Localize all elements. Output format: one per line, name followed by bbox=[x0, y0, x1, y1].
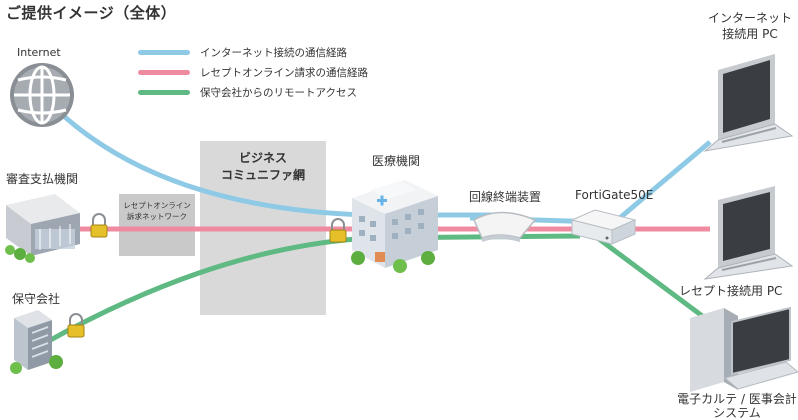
hospital-icon bbox=[351, 180, 438, 273]
legend-line-internet bbox=[138, 49, 190, 55]
desktop-computer-icon bbox=[690, 306, 798, 392]
review-org-label: 審査支払機関 bbox=[6, 172, 79, 186]
ehr-system-line-2: システム bbox=[713, 406, 761, 420]
fortigate-device-icon bbox=[570, 209, 637, 245]
legend-item-internet: インターネット接続の通信経路 bbox=[138, 42, 368, 62]
fortigate-label: FortiGate50E bbox=[575, 188, 654, 202]
line-terminal-icon bbox=[473, 211, 537, 242]
internet-laptop-icon bbox=[703, 54, 794, 152]
line-terminal-label: 回線終端装置 bbox=[469, 190, 542, 204]
ehr-system-line-1: 電子カルテ / 医事会計 bbox=[677, 392, 797, 406]
legend-item-remote: 保守会社からのリモートアクセス bbox=[138, 82, 368, 102]
ehr-system-label: 電子カルテ / 医事会計 システム bbox=[676, 392, 798, 420]
legend-item-receipt: レセプトオンライン請求の通信経路 bbox=[138, 62, 368, 82]
business-network-line-2: コミュニファ網 bbox=[220, 168, 305, 182]
medical-facility-label: 医療機関 bbox=[372, 154, 421, 168]
legend-label-receipt: レセプトオンライン請求の通信経路 bbox=[200, 66, 368, 79]
lock-icon bbox=[67, 313, 85, 338]
maintenance-building-icon bbox=[10, 310, 63, 374]
receipt-network-line-1: レセプトオンライン bbox=[123, 201, 191, 210]
globe-icon bbox=[10, 63, 74, 127]
receipt-pc-label: レセプト接続用 PC bbox=[679, 284, 783, 298]
business-network-label: ビジネス コミュニファ網 bbox=[201, 150, 325, 184]
legend-line-receipt bbox=[138, 69, 190, 75]
legend-label-remote: 保守会社からのリモートアクセス bbox=[200, 86, 357, 99]
internet-label: Internet bbox=[17, 46, 61, 59]
review-org-building-icon bbox=[5, 194, 80, 263]
receipt-network-label: レセプトオンライン 訴求ネットワーク bbox=[121, 200, 193, 222]
lock-icon bbox=[90, 213, 108, 238]
page-title: ご提供イメージ（全体） bbox=[6, 4, 177, 22]
legend: インターネット接続の通信経路 レセプトオンライン請求の通信経路 保守会社からのリ… bbox=[138, 42, 368, 102]
internet-pc-line-1: インターネット bbox=[707, 11, 792, 25]
internet-pc-line-2: 接続用 PC bbox=[722, 27, 778, 41]
legend-line-remote bbox=[138, 89, 190, 95]
business-network-line-1: ビジネス bbox=[238, 151, 287, 165]
receipt-network-line-2: 訴求ネットワーク bbox=[127, 212, 187, 221]
internet-route-line-3 bbox=[613, 140, 712, 224]
legend-label-internet: インターネット接続の通信経路 bbox=[200, 46, 347, 59]
receipt-laptop-icon bbox=[703, 186, 794, 280]
receipt-network-box bbox=[119, 194, 195, 256]
internet-route-line bbox=[53, 106, 500, 218]
remote-route-line-2 bbox=[593, 233, 707, 321]
lock-icon bbox=[329, 218, 347, 243]
internet-pc-label: インターネット 接続用 PC bbox=[703, 10, 797, 42]
maintenance-company-label: 保守会社 bbox=[12, 292, 61, 306]
